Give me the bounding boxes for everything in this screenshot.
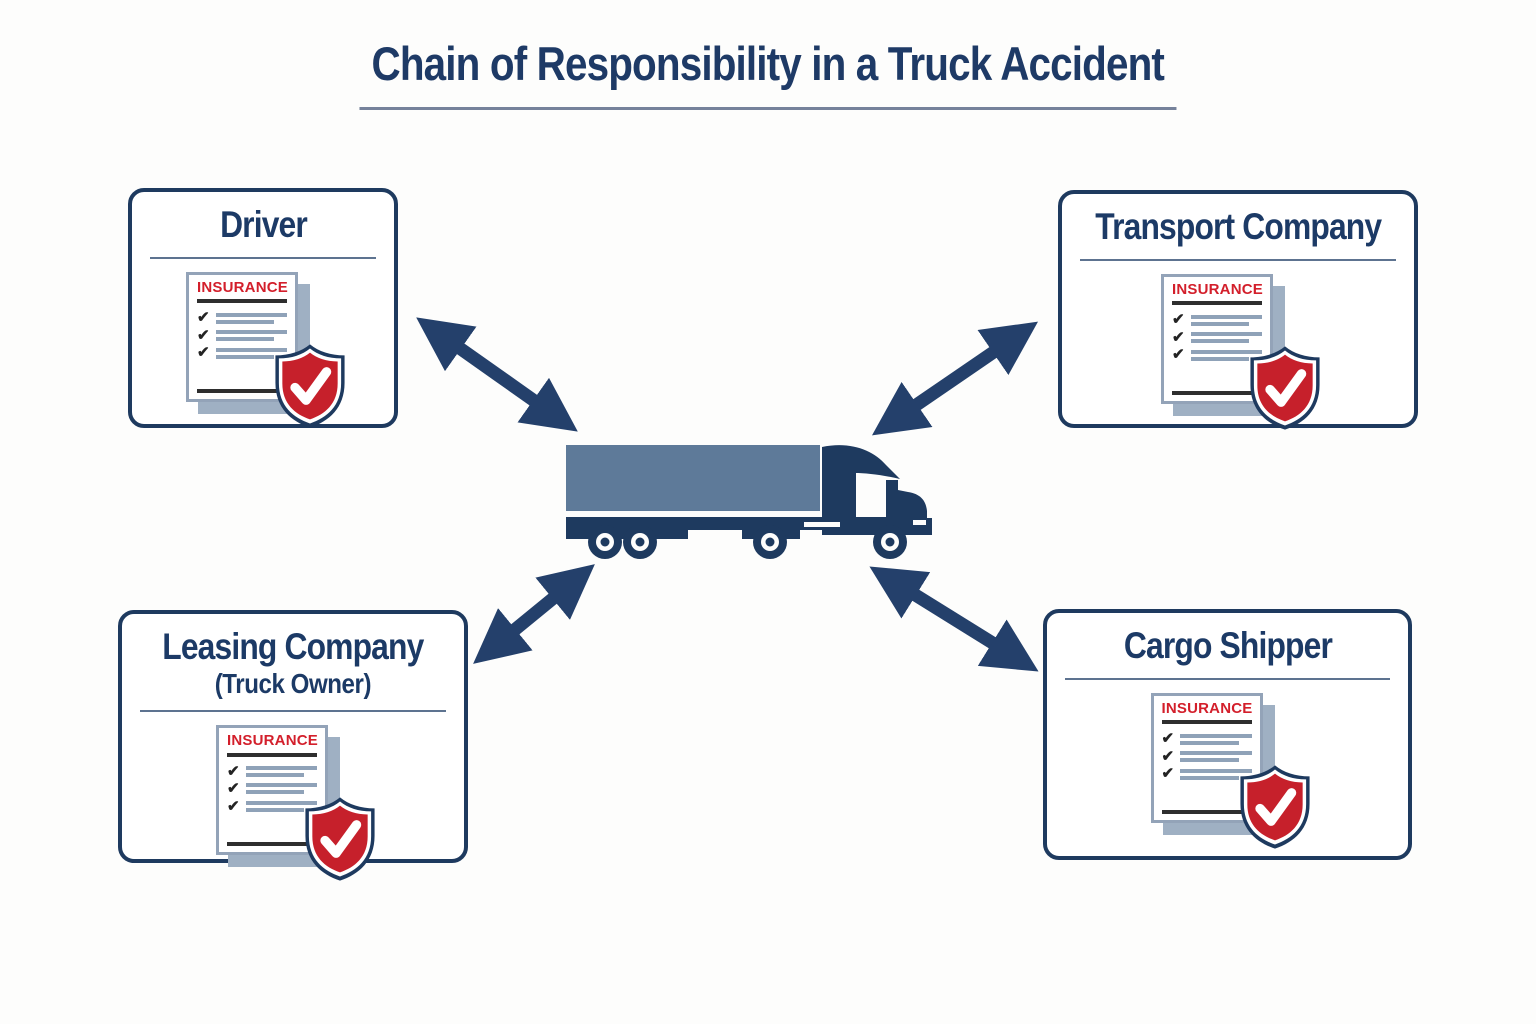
checklist-row: ✔ [197, 326, 287, 344]
page-title: Chain of Responsibility in a Truck Accid… [359, 36, 1177, 110]
divider [1172, 390, 1262, 395]
insurance-document-icon: INSURANCE ✔ ✔ ✔ [178, 271, 348, 428]
title-bar: Chain of Responsibility in a Truck Accid… [0, 36, 1536, 110]
check-icon: ✔ [197, 309, 210, 327]
entity-label-transport-company: Transport Company [1095, 206, 1382, 247]
truck-wheels [588, 525, 907, 559]
check-icon: ✔ [1172, 346, 1185, 364]
shield-check-icon [1250, 346, 1320, 430]
checklist-row: ✔ [1172, 313, 1262, 327]
divider [197, 299, 287, 304]
check-icon: ✔ [1161, 765, 1175, 783]
divider [1065, 677, 1390, 680]
shield-check-icon [1239, 765, 1310, 849]
entity-box-driver: Driver INSURANCE ✔ ✔ ✔ [128, 188, 398, 428]
checklist-row: ✔ [1162, 732, 1252, 746]
entity-label-driver: Driver [219, 204, 308, 245]
checklist-row: ✔ [227, 762, 317, 780]
checklist-row: ✔ [1172, 348, 1262, 362]
divider [197, 388, 287, 393]
arrow-truck-transport-company [871, 321, 1039, 436]
checklist-row: ✔ [197, 311, 287, 325]
check-icon: ✔ [197, 344, 210, 362]
divider [1161, 720, 1252, 725]
insurance-document-icon: INSURANCE ✔ ✔ ✔ [1143, 692, 1313, 849]
checklist-row: ✔ [1162, 767, 1252, 781]
divider [1161, 809, 1252, 814]
check-icon: ✔ [197, 326, 210, 344]
entity-box-cargo-shipper: Cargo Shipper INSURANCE ✔ ✔ ✔ [1043, 609, 1412, 860]
checklist-row: ✔ [227, 782, 317, 796]
check-icon: ✔ [1161, 730, 1175, 748]
insurance-label: INSURANCE [227, 732, 318, 750]
entity-box-transport-company: Transport Company INSURANCE ✔ ✔ ✔ [1058, 190, 1418, 430]
divider [150, 256, 376, 259]
insurance-document-icon: INSURANCE ✔ ✔ ✔ [208, 725, 378, 881]
insurance-label: INSURANCE [1172, 280, 1263, 298]
divider [227, 752, 317, 757]
divider [1080, 258, 1396, 261]
insurance-label: INSURANCE [1161, 699, 1253, 717]
shield-check-icon [275, 344, 345, 428]
check-icon: ✔ [227, 762, 240, 780]
checklist-row: ✔ [1161, 747, 1252, 765]
checklist-row: ✔ [1172, 328, 1262, 346]
entity-sublabel-truck-owner: (Truck Owner) [214, 667, 372, 699]
divider [140, 710, 446, 713]
arrow-truck-driver [416, 317, 578, 432]
check-icon: ✔ [227, 780, 240, 798]
arrow-truck-cargo-shipper [869, 566, 1039, 672]
entity-label-leasing-company: Leasing Company [162, 626, 424, 667]
divider [227, 842, 317, 847]
shield-check-icon [305, 797, 375, 881]
check-icon: ✔ [227, 797, 240, 815]
check-icon: ✔ [1172, 328, 1185, 346]
checklist-row: ✔ [197, 346, 287, 360]
insurance-document-icon: INSURANCE ✔ ✔ ✔ [1153, 273, 1323, 430]
entity-label-cargo-shipper: Cargo Shipper [1123, 625, 1332, 666]
check-icon: ✔ [1161, 747, 1175, 765]
truck-icon [566, 445, 932, 559]
check-icon: ✔ [1172, 311, 1185, 329]
divider [1172, 301, 1262, 306]
checklist-row: ✔ [227, 797, 317, 815]
insurance-label: INSURANCE [197, 278, 288, 296]
entity-box-leasing-company: Leasing Company (Truck Owner) INSURANCE … [118, 610, 468, 881]
arrow-truck-leasing-company [473, 564, 595, 664]
